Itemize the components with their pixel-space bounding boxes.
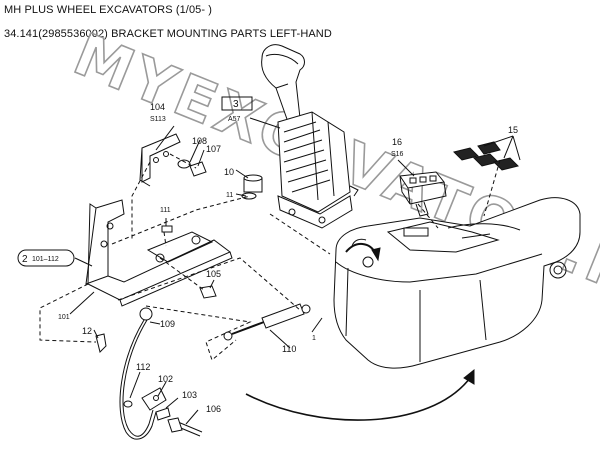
small-bracket	[139, 133, 181, 187]
part-110-label: 110	[282, 344, 296, 354]
part-104-label: 104	[150, 102, 165, 112]
part-111-label: 111	[160, 207, 171, 214]
callout-3-label: 3	[233, 99, 239, 110]
callout-2-range: 101–112	[32, 256, 59, 263]
callout-leaders	[69, 117, 415, 425]
mounting-bracket	[85, 199, 233, 307]
part-107-label: 107	[206, 144, 221, 154]
gas-strut	[223, 303, 311, 341]
callout-3-code: A57	[228, 116, 241, 123]
part-16-label: 16	[392, 137, 402, 147]
part-1-label: 1	[312, 335, 316, 342]
catalog-title: MH PLUS WHEEL EXCAVATORS (1/05- )	[4, 4, 213, 16]
part-104-code: S113	[150, 116, 166, 123]
symbol-inserts	[453, 135, 521, 171]
callout-box-2	[17, 249, 75, 267]
joystick-assembly	[261, 44, 359, 229]
part-10-label: 10	[224, 167, 234, 177]
part-108-label: 108	[192, 136, 207, 146]
callout-box-3	[221, 96, 253, 111]
part-11-label: 11	[226, 192, 233, 199]
assembly-arrows	[245, 243, 475, 421]
part-101-label: 101	[58, 314, 70, 321]
part-12-label: 12	[82, 326, 92, 336]
part-103-label: 103	[182, 390, 197, 400]
part-109-label: 109	[160, 319, 175, 329]
part-105-label: 105	[206, 269, 221, 279]
part-106-label: 106	[206, 404, 221, 414]
rocker-switch	[399, 171, 447, 217]
dashed-assembly-lines	[39, 153, 501, 361]
hardware-fasteners	[95, 159, 263, 437]
assembly-subtitle: 34.141(2985536002) BRACKET MOUNTING PART…	[4, 28, 332, 40]
part-112-label: 112	[136, 362, 150, 372]
part-16-code: S16	[391, 151, 404, 158]
console-housing	[333, 197, 581, 369]
part-102-label: 102	[158, 374, 173, 384]
callout-2-label: 2	[22, 254, 28, 265]
part-15-label: 15	[508, 125, 518, 135]
